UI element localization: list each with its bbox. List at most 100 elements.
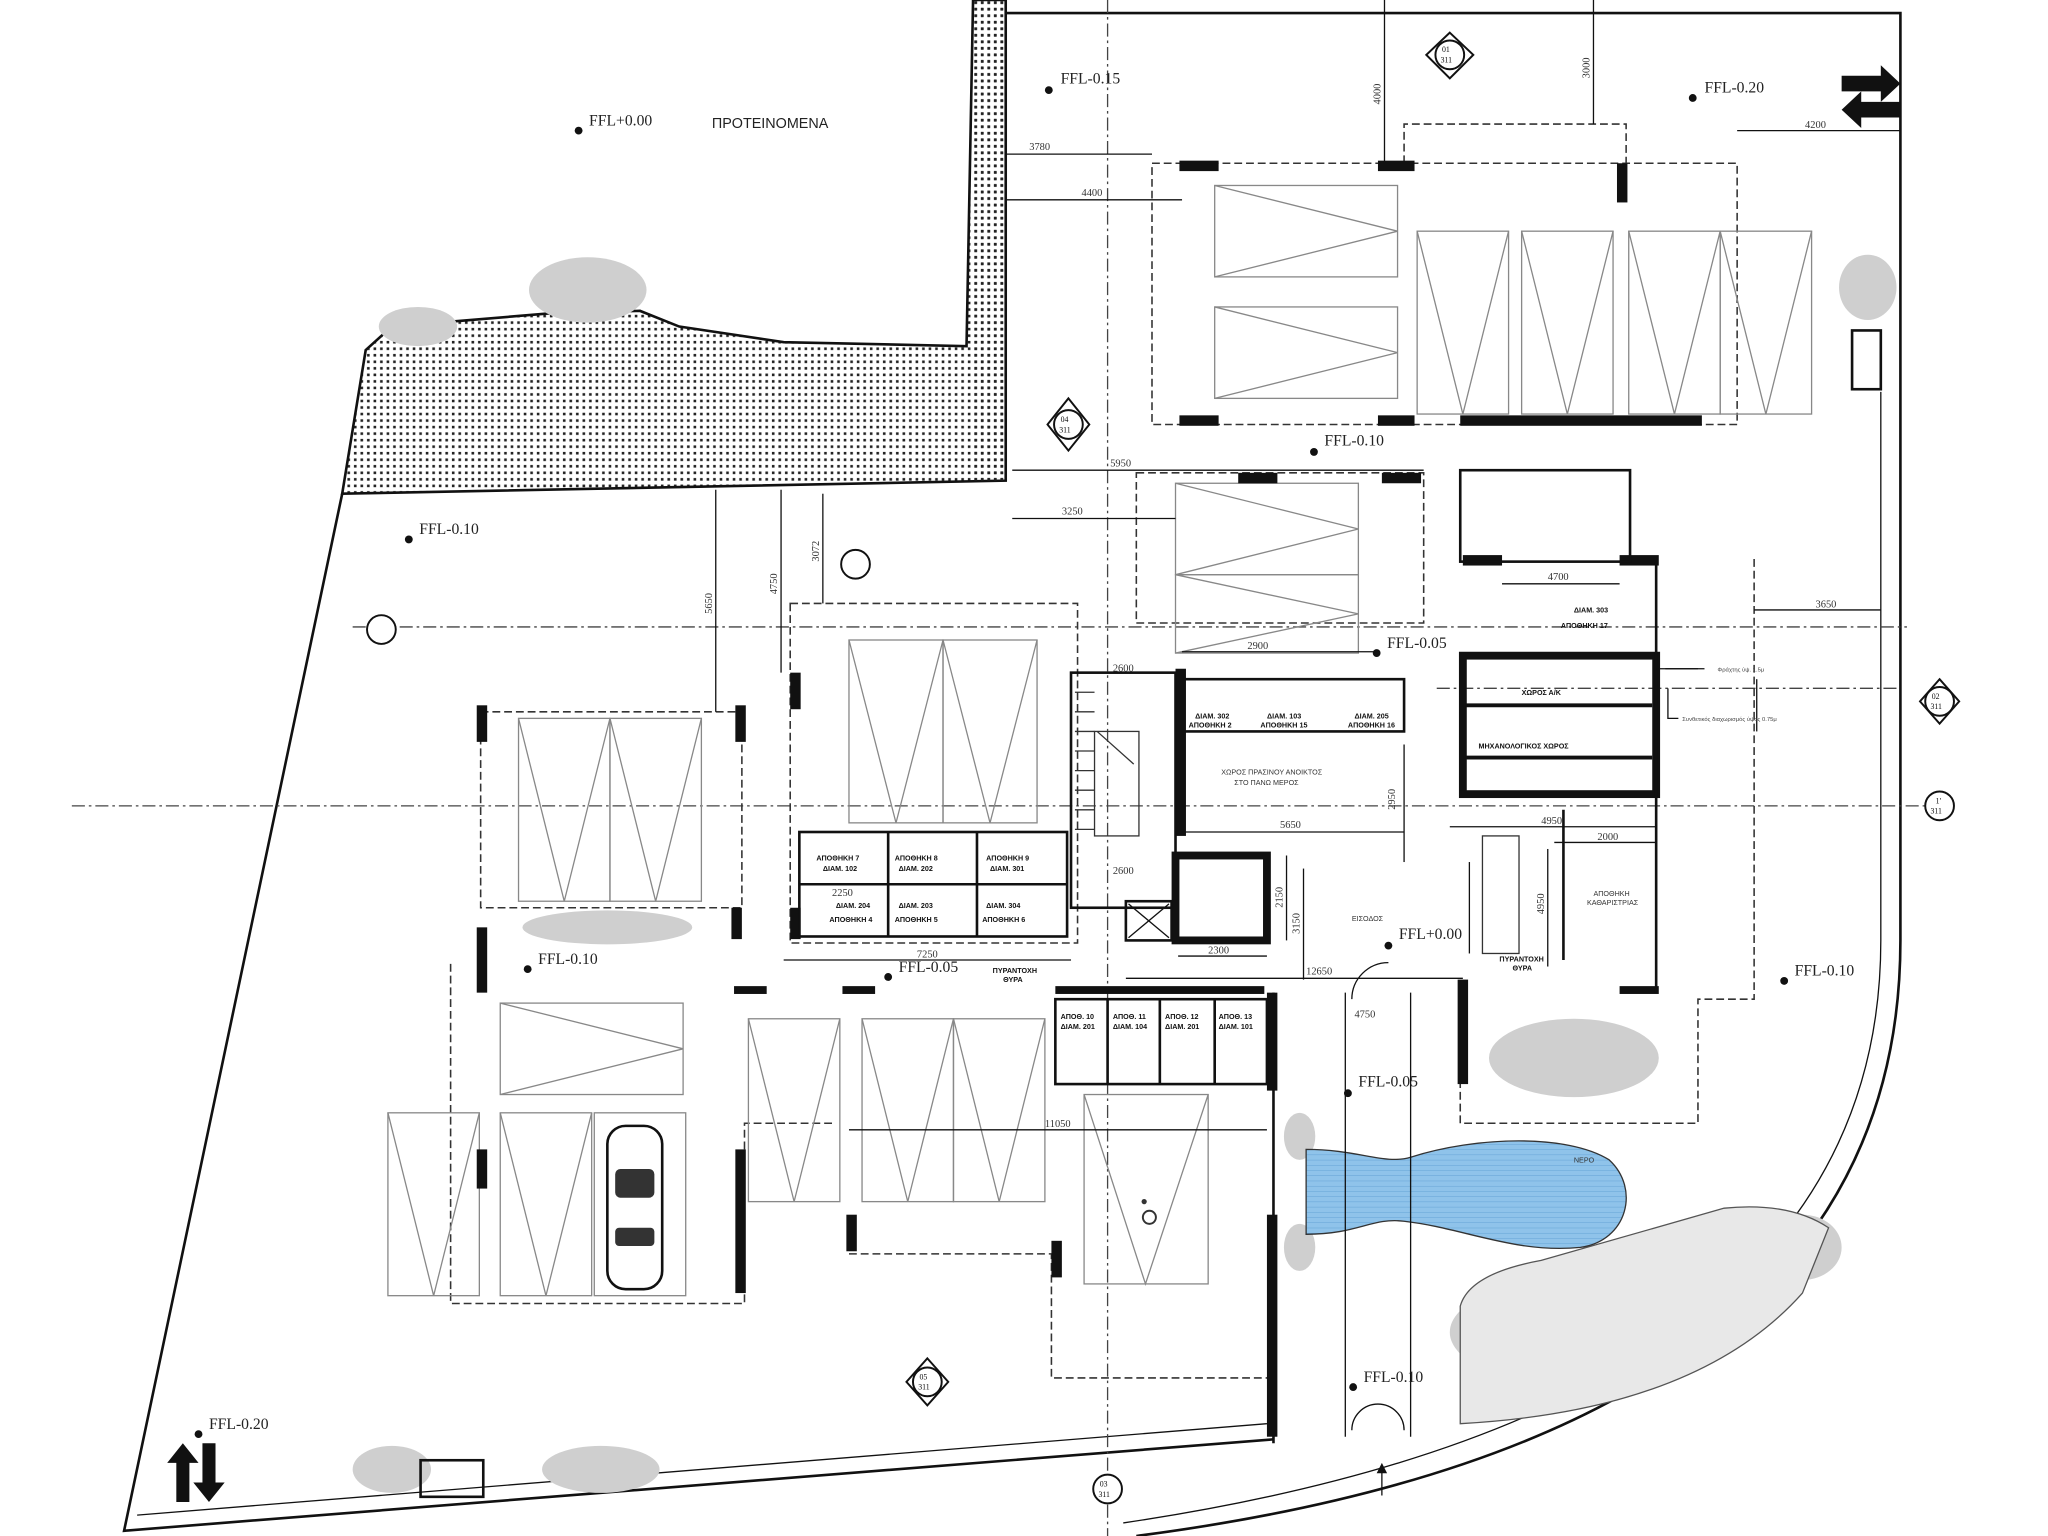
two-way-arrow-icon <box>167 1443 225 1503</box>
door-swing <box>1351 1403 1405 1431</box>
dimension-label: 4000 <box>1373 84 1384 105</box>
separation-note: Συνθετικός διαχωρισμός ύψος 0.75μ <box>1682 716 1776 723</box>
car-icon <box>606 1124 664 1291</box>
core-building <box>1175 468 1661 993</box>
section-marker-label: 1' <box>1936 796 1942 805</box>
room-label-pool: ΝΕΡΟ <box>1574 1156 1595 1164</box>
dimension-label: 11050 <box>1045 1119 1071 1130</box>
level-label: FFL-0.10 <box>419 521 479 538</box>
storage-unit-label: ΑΠΟΘ. 10 <box>1061 1013 1094 1021</box>
level-label: FFL-0.10 <box>1364 1369 1424 1386</box>
dimension-label: 4200 <box>1805 120 1826 131</box>
section-marker-label: 311 <box>1930 702 1942 711</box>
section-marker-label: 311 <box>1441 56 1453 65</box>
storage-unit-label: ΔΙΑΜ. 304 <box>986 902 1020 910</box>
dimension-label: 3150 <box>1292 913 1303 934</box>
wheelchair-icon <box>1141 1199 1157 1225</box>
storage-unit-label: ΔΙΑΜ. 201 <box>1165 1023 1199 1031</box>
room-label-entrance: ΕΙΣΟΔΟΣ <box>1352 915 1384 923</box>
section-marker-label: 02 <box>1932 692 1940 701</box>
dimension-label: 2600 <box>1113 866 1134 877</box>
dimension-label: 5950 <box>1110 458 1131 469</box>
level-label: FFL-0.10 <box>538 951 598 968</box>
level-markers <box>194 86 1789 1439</box>
storage-unit-label: ΔΙΑΜ. 203 <box>899 902 933 910</box>
level-label: FFL-0.05 <box>1387 635 1447 652</box>
dimension-label: 2150 <box>1275 887 1286 908</box>
section-marker-label: 311 <box>1930 807 1942 816</box>
dimension-label: 12650 <box>1306 966 1332 977</box>
elevator <box>1124 851 1271 945</box>
section-marker-label: 05 <box>920 1372 928 1381</box>
storage-unit-label: ΔΙΑΜ. 204 <box>836 902 870 910</box>
dimension-label: 2950 <box>1387 789 1398 810</box>
dimension-label: 2250 <box>832 888 853 899</box>
dimension-label: 5650 <box>1280 820 1301 831</box>
dimension-label: 3250 <box>1062 507 1083 518</box>
stair <box>1069 671 1177 910</box>
dimension-label: 3000 <box>1582 57 1593 78</box>
storage-unit-label: ΑΠΟΘΗΚΗ 8 <box>895 855 938 863</box>
room-label-cleaner-storage: ΚΑΘΑΡΙΣΤΡΙΑΣ <box>1587 899 1639 907</box>
dimension-label: 2300 <box>1208 945 1229 956</box>
storage-unit-label: ΔΙΑΜ. 202 <box>899 865 933 873</box>
level-label: FFL-0.20 <box>209 1416 269 1433</box>
dimension-label: 3072 <box>811 541 822 562</box>
room-label-storage: ΑΠΟΘΗΚΗ 17 <box>1561 622 1608 630</box>
level-label: FFL-0.20 <box>1704 80 1764 97</box>
dimension-label: 4750 <box>769 573 780 594</box>
storage-unit-label: ΑΠΟΘΗΚΗ 2 <box>1189 722 1232 730</box>
dimension-lines <box>715 0 1901 1131</box>
level-label: FFL-0.05 <box>1358 1074 1418 1091</box>
storage-unit-label: ΑΠΟΘ. 12 <box>1165 1013 1198 1021</box>
room-label-fire-door: ΘΥΡΑ <box>1512 964 1532 972</box>
storage-rows <box>798 830 1269 1086</box>
room-label-green-space: ΣΤΟ ΠΑΝΩ ΜΕΡΟΣ <box>1234 779 1299 787</box>
storage-unit-label: ΑΠΟΘΗΚΗ 4 <box>829 916 872 924</box>
section-marker-label: 311 <box>918 1383 930 1392</box>
room-label-fire-door: ΘΥΡΑ <box>1003 976 1023 984</box>
dashed-outlines <box>449 123 1755 1379</box>
section-marker-label: 03 <box>1100 1479 1108 1488</box>
storage-unit-label: ΔΙΑΜ. 102 <box>823 865 857 873</box>
dimension-label: 2900 <box>1247 641 1268 652</box>
dimension-label: 4700 <box>1548 572 1569 583</box>
dimension-label: 5650 <box>704 593 715 614</box>
dimension-label: 4950 <box>1541 816 1562 827</box>
door-swing <box>1351 961 1389 1000</box>
dimension-label: 2000 <box>1597 832 1618 843</box>
level-label: FFL+0.00 <box>1399 926 1462 943</box>
level-label: FFL-0.05 <box>899 959 959 976</box>
gate-icon <box>419 329 1883 1499</box>
parking-stalls <box>387 184 1813 1297</box>
section-marker-label: 01 <box>1442 45 1450 54</box>
fence-note: Φράχτης ύψ. 1.5μ <box>1718 666 1765 673</box>
section-marker-label: 04 <box>1061 415 1069 424</box>
dimension-label: 7250 <box>917 949 938 960</box>
storage-unit-label: ΑΠΟΘΗΚΗ 7 <box>816 855 859 863</box>
section-markers <box>366 31 1961 1505</box>
storage-unit-label: ΑΠΟΘΗΚΗ 16 <box>1348 722 1395 730</box>
storage-unit-label: ΔΙΑΜ. 103 <box>1267 712 1301 720</box>
dimension-label: 2600 <box>1113 663 1134 674</box>
room-label-storage: ΔΙΑΜ. 303 <box>1574 607 1608 615</box>
level-label: FFL-0.15 <box>1061 71 1121 88</box>
storage-unit-label: ΔΙΑΜ. 205 <box>1354 712 1388 720</box>
storage-unit-label: ΔΙΑΜ. 101 <box>1219 1023 1253 1031</box>
room-label-green-space: ΧΩΡΟΣ ΠΡΑΣΙΝΟΥ ΑΝΟΙΚΤΟΣ <box>1221 769 1322 777</box>
storage-unit-label: ΑΠΟΘΗΚΗ 5 <box>895 916 938 924</box>
dimension-label: 3650 <box>1816 599 1837 610</box>
storage-unit-labels: ΑΠΟΘΗΚΗ 7 ΔΙΑΜ. 102 ΑΠΟΘΗΚΗ 8 ΔΙΑΜ. 202 … <box>816 712 1395 1031</box>
storage-unit-label: ΑΠΟΘΗΚΗ 9 <box>986 855 1029 863</box>
section-marker-label: 311 <box>1098 1490 1110 1499</box>
dimension-label: 3780 <box>1029 142 1050 153</box>
storage-unit-label: ΔΙΑΜ. 301 <box>990 865 1024 873</box>
dimension-label: 4750 <box>1354 1009 1375 1020</box>
room-label-fire-door: ΠΥΡΑΝΤΟΧΗ <box>993 967 1037 975</box>
hatched-strip <box>973 0 1006 484</box>
storage-unit-label: ΔΙΑΜ. 302 <box>1195 712 1229 720</box>
dimension-label: 4950 <box>1536 893 1547 914</box>
storage-unit-label: ΑΠΟΘ. 13 <box>1219 1013 1252 1021</box>
hatched-area <box>340 0 1008 496</box>
